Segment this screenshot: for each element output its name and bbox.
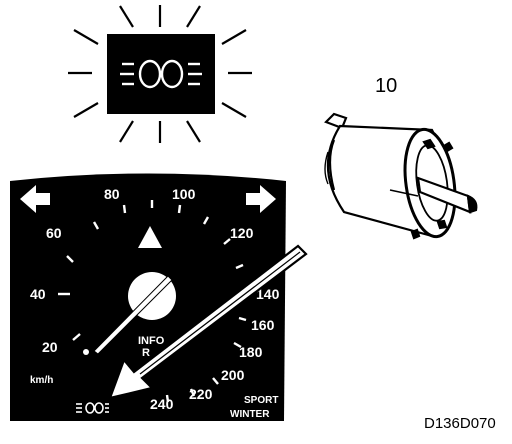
mode-sport-label: SPORT	[244, 395, 278, 406]
warning-lamp-illustration	[68, 5, 252, 143]
speed-label-180: 180	[239, 344, 263, 360]
speed-label-160: 160	[251, 317, 275, 333]
dial-ticks	[58, 200, 247, 403]
info-label-line2: R	[142, 347, 150, 359]
figure-code: D136D070	[424, 415, 496, 432]
lamp-rays	[68, 5, 252, 143]
speed-label-200: 200	[221, 367, 245, 383]
speedometer-dial: 20 40 60 80 100 120 140 160 180 200 220 …	[10, 173, 286, 421]
info-label: INFO	[138, 335, 165, 347]
pointer-arrow	[108, 244, 308, 400]
speed-needle	[93, 275, 173, 355]
speed-label-40: 40	[30, 286, 46, 302]
speed-label-120: 120	[230, 225, 254, 241]
turn-left-arrow-icon	[20, 185, 50, 213]
warning-triangle-icon	[138, 226, 162, 248]
fog-light-switch-icon	[324, 112, 478, 240]
mode-winter-label: WINTER	[230, 409, 270, 420]
speed-label-60: 60	[46, 225, 62, 241]
speed-label-100: 100	[172, 186, 196, 202]
speed-label-80: 80	[104, 186, 120, 202]
fog-light-icon	[120, 59, 202, 89]
part-number: 10	[375, 75, 397, 97]
fog-light-indicator-icon	[76, 402, 109, 414]
turn-right-arrow-icon	[246, 185, 276, 213]
speed-label-240: 240	[150, 396, 174, 412]
speed-unit: km/h	[30, 375, 53, 386]
speed-label-20: 20	[42, 339, 58, 355]
speed-label-220: 220	[189, 386, 213, 402]
speed-labels: 20 40 60 80 100 120 140 160 180 200 220 …	[30, 186, 280, 412]
speed-label-140: 140	[256, 286, 280, 302]
needle-dot	[83, 349, 89, 355]
